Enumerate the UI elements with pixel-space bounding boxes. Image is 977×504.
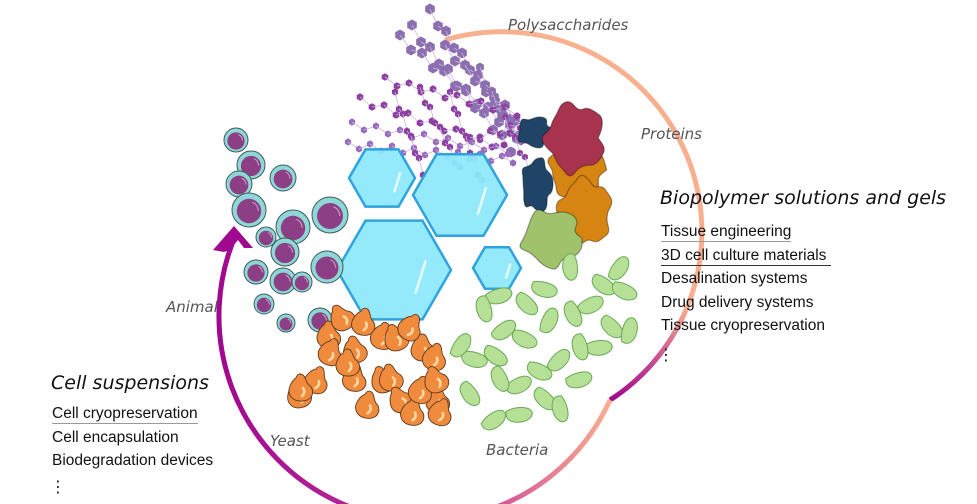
hexagon-crystal [335, 219, 453, 321]
bacterium [461, 350, 488, 368]
yeast-cell [424, 366, 450, 394]
yeast-cell [400, 397, 425, 426]
bacterium [546, 348, 571, 372]
protein-navy [521, 157, 554, 212]
bacterium [515, 291, 539, 316]
bacterium [526, 361, 553, 381]
bacterium [539, 307, 559, 334]
polysaccharide-unit [513, 112, 521, 120]
biopolymer-application: Tissue cryopreservation [661, 317, 825, 334]
cell-suspensions-panel-title: Cell suspensions [51, 372, 209, 394]
animal-cell-nucleus [229, 175, 249, 195]
bacterium [577, 295, 604, 315]
animal-cell-nucleus [279, 317, 293, 331]
bacterium [563, 300, 583, 327]
bacterium [485, 287, 513, 305]
bacterium [585, 339, 613, 356]
bacterium [490, 319, 516, 341]
bacterium [449, 333, 472, 358]
bacterium [571, 333, 589, 361]
cell-application: Biodegradation devices [52, 452, 214, 469]
animal-cell-nucleus [273, 272, 293, 292]
polysaccharide-unit [509, 159, 517, 167]
bacterium [480, 409, 506, 431]
yeast-cell [397, 313, 421, 342]
bacterium [607, 256, 630, 281]
cell-applications-list: Cell cryopreservation Cell encapsulation… [52, 402, 213, 473]
bacterium [505, 406, 533, 423]
bacterium [459, 380, 481, 406]
bacterium [505, 375, 532, 395]
yeast-cells [287, 304, 452, 427]
yeast-cell [335, 348, 361, 377]
yeast-cell [427, 398, 452, 427]
bacterium [490, 365, 510, 392]
yeast-cell [351, 307, 376, 336]
yeast-cell [330, 304, 356, 332]
bacterium [531, 280, 558, 298]
bacterium [475, 295, 493, 323]
bacterium [600, 314, 624, 339]
hexagon-crystal [471, 245, 523, 291]
bacterium [611, 281, 638, 301]
animal-cell-nucleus [247, 264, 265, 282]
hexagon-crystals [335, 148, 523, 321]
label-proteins: Proteins [641, 125, 702, 143]
polysaccharide-unit [500, 141, 508, 149]
label-bacteria: Bacteria [486, 441, 549, 459]
bacteria-cells [449, 253, 638, 431]
bacterium [533, 386, 557, 411]
bacterium [551, 395, 569, 423]
protein-blobs [517, 101, 613, 270]
cell-application: Cell encapsulation [52, 428, 179, 446]
animal-cell-nucleus [273, 169, 293, 189]
biopolymer-application: 3D cell culture materials [661, 244, 832, 268]
hexagon-highlight [504, 263, 512, 279]
bacterium [511, 329, 538, 349]
cell-more-ellipsis: ⋮ [50, 477, 66, 496]
bacterium [620, 317, 638, 344]
yeast-cell [317, 338, 342, 367]
polysaccharide-unit [504, 150, 512, 158]
animal-cell-nucleus [294, 275, 310, 291]
animal-cell-nucleus [315, 256, 339, 280]
animal-cell-nucleus [256, 297, 272, 313]
biopolymer-application: Tissue engineering [661, 223, 792, 242]
animal-cell-nucleus [240, 155, 262, 177]
label-animal: Animal [166, 298, 218, 316]
cells-arc-arrowhead [213, 226, 253, 252]
label-polysaccharides: Polysaccharides [508, 16, 629, 34]
bacterium [565, 371, 593, 389]
animal-cell-nucleus [280, 215, 306, 241]
yeast-cell [288, 373, 314, 402]
protein-red [541, 101, 605, 177]
cell-application: Cell cryopreservation [52, 405, 198, 424]
animal-cell-nucleus [227, 132, 245, 150]
animal-cell-nucleus [274, 242, 296, 264]
label-yeast: Yeast [270, 432, 310, 450]
yeast-cell [355, 390, 380, 419]
animal-cell-nucleus [317, 203, 343, 229]
animal-cell-nucleus [236, 198, 262, 224]
bacterium [591, 273, 616, 296]
hexagon-crystal [347, 148, 417, 208]
bacterium [562, 253, 579, 281]
animal-cells [223, 127, 349, 333]
yeast-cell [379, 363, 404, 392]
bacterium [483, 344, 508, 367]
hexagon-crystal [411, 153, 509, 237]
biopolymer-application: Drug delivery systems [661, 293, 814, 311]
biopolymer-panel-title: Biopolymer solutions and gels [660, 187, 947, 209]
hexagon-highlight [476, 186, 488, 216]
biopolymer-arc [444, 29, 705, 403]
yeast-cell [421, 342, 446, 371]
cells-arc [216, 230, 613, 504]
hexagon-highlight [393, 171, 402, 193]
biopolymer-applications-list: Tissue engineering 3D cell culture mater… [661, 220, 832, 338]
biopolymer-more-ellipsis: ⋮ [658, 345, 674, 364]
hexagon-highlight [414, 260, 427, 295]
animal-cell-nucleus [258, 230, 274, 246]
biopolymer-application: Desalination systems [661, 270, 808, 287]
